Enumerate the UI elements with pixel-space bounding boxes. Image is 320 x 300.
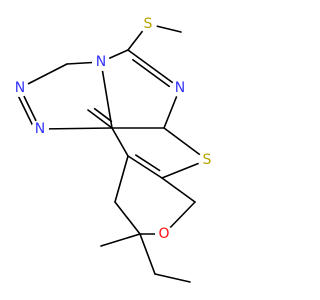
bond-C9-C8-second xyxy=(135,154,161,172)
bond-C9-C12 xyxy=(114,155,129,203)
bond-C12-C11 xyxy=(114,201,141,235)
label-s-thiophene: S xyxy=(203,152,212,168)
atom-n-triazole-b: N xyxy=(31,120,49,138)
bond-C5-N6-second xyxy=(132,58,171,88)
label-mask xyxy=(92,53,110,71)
bond-N2-C3a xyxy=(39,127,113,130)
atom-o-pyran: O xyxy=(155,225,173,243)
bond-C3a-C9 xyxy=(111,127,129,157)
atom-label-layer: S N N N N S O xyxy=(11,15,216,243)
bond-C3a-N4 xyxy=(100,61,113,129)
atom-s-thiophene: S xyxy=(198,151,216,169)
label-o-pyran: O xyxy=(158,226,169,242)
bond-C3a-C13 xyxy=(87,109,113,129)
label-n-triazole-a: N xyxy=(15,80,25,96)
label-mask xyxy=(11,79,29,97)
bond-C5-N6 xyxy=(127,49,181,89)
label-mask xyxy=(171,79,189,97)
bond-C10-C8 xyxy=(161,177,196,203)
bond-N1-N2-second xyxy=(17,95,34,126)
label-n-fused: N xyxy=(96,54,106,70)
bond-Et1-Et2 xyxy=(154,273,191,283)
label-mask xyxy=(155,225,173,243)
atom-n-triazole-a: N xyxy=(11,79,29,97)
atom-n-fused: N xyxy=(92,53,110,71)
label-s-methylthio: S xyxy=(144,16,153,32)
label-mask xyxy=(139,15,157,33)
bond-C9-C8 xyxy=(127,155,163,179)
label-n-triazole-b: N xyxy=(35,121,45,137)
label-mask xyxy=(31,120,49,138)
bond-layer xyxy=(17,23,208,283)
label-n-pyrimidine: N xyxy=(175,80,185,96)
atom-n-pyrimidine: N xyxy=(171,79,189,97)
molecule-structure: S N N N N S O xyxy=(11,15,216,283)
atom-s-methylthio: S xyxy=(139,15,157,33)
bond-C3a-C13-second xyxy=(93,107,113,123)
label-mask xyxy=(198,151,216,169)
bond-C11-Et1 xyxy=(139,233,156,275)
bond-C11-Me2 xyxy=(100,233,141,247)
